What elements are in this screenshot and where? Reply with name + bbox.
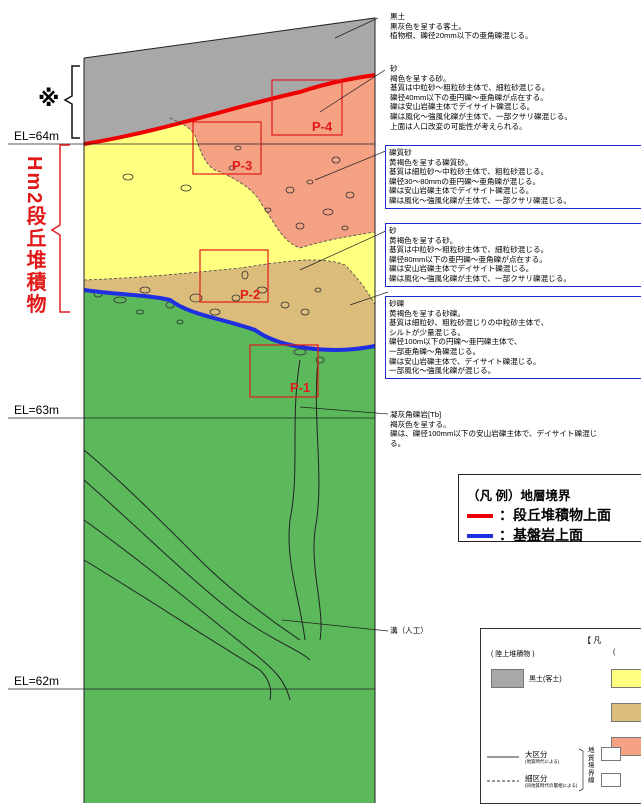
key-swatch-empty-2 (601, 773, 621, 787)
legend-bedrock-swatch (467, 534, 493, 539)
topsoil-bracket (63, 65, 80, 139)
elevation-label-63: EL=63m (14, 403, 60, 417)
key-line-samples (487, 748, 584, 792)
sample-label-p4: P-4 (312, 119, 333, 134)
sample-label-p2: P-2 (240, 287, 261, 302)
annotation-tuff-breccia: 凝灰角礫岩[Tb] 褐灰色を呈する。 礫は、礫径100mm以下の安山岩礫主体で、… (390, 410, 598, 448)
legend-terrace-swatch (467, 514, 493, 519)
sandy-gravel-layer (84, 259, 375, 350)
legend-bedrock-row: ：基盤岩上面 (467, 525, 583, 545)
legend-bedrock-label: ：基盤岩上面 (499, 527, 583, 543)
key-swatch-sand (611, 669, 641, 688)
annotation-sand-upper: 砂 褐色を呈する砂。 基質は中粒砂～粗粒砂主体で、細粒砂混じる。 礫径40mm以… (390, 64, 572, 131)
annotation-sand-lower: 砂 黄褐色を呈する砂。 基質は中粒砂～粗粒砂主体で、細粒砂混じる。 礫径80mm… (385, 223, 641, 287)
legend-terrace-row: ：段丘堆積物上面 (467, 505, 611, 525)
sand-upper-layer (170, 75, 375, 248)
section-frame (83, 17, 376, 803)
elevation-label-64: EL=64m (14, 129, 60, 143)
trench-lines (83, 359, 322, 701)
asterisk-mark: ※ (38, 86, 60, 111)
key-label-major-sub: (地質時代による) (525, 759, 560, 764)
elevation-label-62: EL=62m (14, 674, 60, 688)
boundary-legend: （凡 例）地層境界 ：段丘堆積物上面 ：基盤岩上面 (458, 474, 641, 545)
annotation-gravelly-sand: 礫質砂 黄褐色を呈する礫質砂。 基質は細粒砂～中粒砂主体で、粗粒砂混じる。 礫径… (385, 145, 641, 209)
key-swatch-sandy-gravel (611, 703, 641, 722)
sample-boxes (192, 79, 343, 398)
legend-terrace-label: ：段丘堆積物上面 (499, 507, 611, 523)
unit-key-title: 【 凡 (583, 636, 602, 645)
annotation-trench: 溝（人工） (390, 626, 428, 635)
pebbles (93, 145, 355, 364)
annotation-topsoil: 黒土 黒灰色を呈する客土。 植物根、礫径20mm以下の亜角礫混じる。 (390, 12, 533, 41)
terrace-title: Hm2段丘堆積物 (23, 156, 45, 316)
key-label-major: 大区分 (525, 750, 548, 759)
boundary-legend-title: （凡 例）地層境界 (467, 489, 571, 503)
unit-key: 【 凡 ( 陸上堆積物 ) ( 黒土(客土) 大区分 (地質時代による) 細区分… (480, 628, 641, 804)
sample-label-p1: P-1 (290, 380, 311, 395)
sample-label-p3: P-3 (232, 158, 253, 173)
leader-lines (281, 17, 389, 632)
unit-key-right-col: ( (613, 649, 616, 656)
annotation-sandy-gravel: 砂礫 黄褐色を呈する砂礫。 基質は細粒砂、粗粒砂混じりの中粒砂主体で、 シルトが… (385, 296, 641, 379)
bedrock-top-boundary (83, 288, 376, 352)
key-label-topsoil: 黒土(客土) (529, 676, 562, 683)
terrace-bracket (50, 144, 70, 313)
gravel-boundary-dashed (83, 259, 376, 306)
unit-key-land-deposits: ( 陸上堆積物 ) (491, 651, 535, 658)
bedrock-layer (84, 290, 375, 803)
key-swatch-empty-1 (601, 747, 621, 761)
key-label-bracket: 地質境界線 (588, 747, 595, 784)
key-swatch-topsoil (491, 669, 524, 688)
key-label-minor: 細区分 (525, 774, 548, 783)
terrace-top-boundary (83, 73, 376, 146)
key-label-minor-sub: (同地質時代の層相による) (525, 783, 578, 788)
topsoil-layer (84, 18, 375, 144)
